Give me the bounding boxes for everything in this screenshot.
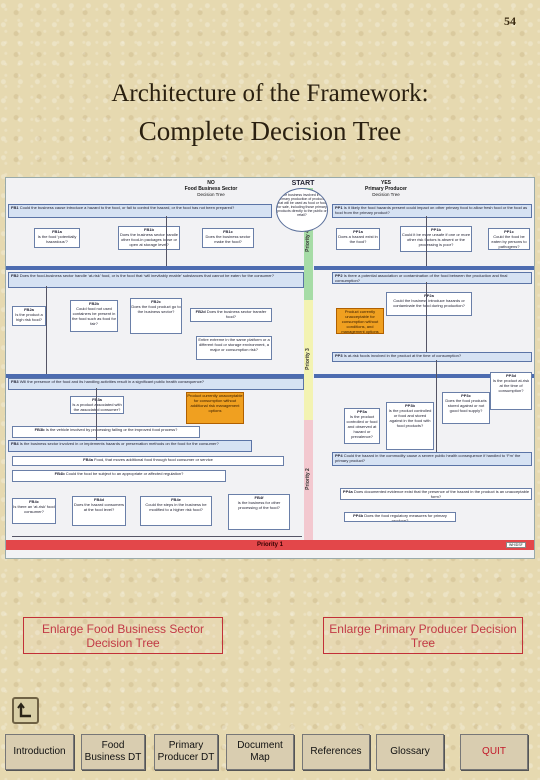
connector-line [12,536,302,537]
pp4-bar: PP4 Could the hazard in the commodity ca… [332,452,532,466]
connector-line [46,286,47,374]
priority-4-strip: Priority 4 [304,188,313,300]
fb3-warning: Product currently unacceptable for consu… [186,392,244,424]
primary-producer-dt-button[interactable]: Primary Producer DT [154,734,218,770]
fb1-bar: FB1 Could the business cause introduce a… [8,204,272,218]
introduction-button[interactable]: Introduction [5,734,74,770]
glossary-button[interactable]: Glossary [376,734,444,770]
pp4a-box: PP4a Does documented evidence exist that… [340,488,532,500]
pp1-bar: PP1 Is it likely the food hazards presen… [332,204,532,218]
connector-line [426,282,427,352]
fb4b-box: FB4b Could the food be subject to an app… [12,470,226,482]
fb2-note: Entire extreme in the same platform or a… [196,336,272,360]
reference-tag: WH/DSF [506,542,526,548]
fb2-bar: FB2 Does the food-business sector handle… [8,272,304,288]
fb2d-box: FB2d Does the business sector transfer f… [190,308,272,322]
priority-1-bar: Priority 1 [6,540,534,550]
pp4b-box: PP4b Does the food regulatory measures f… [344,512,456,522]
quit-label: QUIT [482,746,506,757]
fb4a-box: FB4a Food, that moves additional food th… [12,456,284,466]
enlarge-food-business-button[interactable]: Enlarge Food Business Sector Decision Tr… [23,617,223,654]
page-subtitle: Complete Decision Tree [138,116,402,146]
separator [314,374,534,378]
home-button[interactable] [12,697,39,724]
quit-button[interactable]: QUIT [460,734,528,770]
fb3-bar: FB3 Will the presence of the food and it… [8,378,304,390]
references-button[interactable]: References [302,734,370,770]
connector-line [96,388,97,440]
references-label: References [310,746,362,757]
pp2-warning: Product currently unacceptable for consu… [336,308,384,334]
glossary-label: Glossary [390,746,430,757]
separator [6,266,304,270]
separator [6,374,304,378]
page-number: 54 [504,14,516,28]
pp3-bar: PP3 Is at-risk foods involved in the pro… [332,352,532,362]
connector-line [166,216,167,266]
introduction-label: Introduction [13,746,66,757]
start-label: START [291,180,315,187]
pp2-bar: PP2 Is there a potential association or … [332,272,532,284]
start-question: Is the business involved in the primary … [276,188,328,232]
enlarge-primary-producer-button[interactable]: Enlarge Primary Producer Decision Tree [323,617,523,654]
food-business-dt-label: Food Business DT [84,740,142,763]
primary-producer-dt-label: Primary Producer DT [157,740,215,763]
priority-3-strip: Priority 3 [304,300,313,420]
document-map-label: Document Map [237,740,283,763]
connector-line [436,360,437,452]
food-business-dt-button[interactable]: Food Business DT [81,734,145,770]
document-map-button[interactable]: Document Map [226,734,294,770]
fb3b-box: FB3b Is the vehicle involved by processi… [12,426,200,438]
fb4-bar: FB4 Is the business sector involved in o… [8,440,252,452]
separator [314,266,534,270]
page-title: Architecture of the Framework: [111,80,429,107]
priority-2-strip: Priority 2 [304,420,313,540]
connector-line [426,216,427,266]
return-arrow-icon [17,702,31,718]
